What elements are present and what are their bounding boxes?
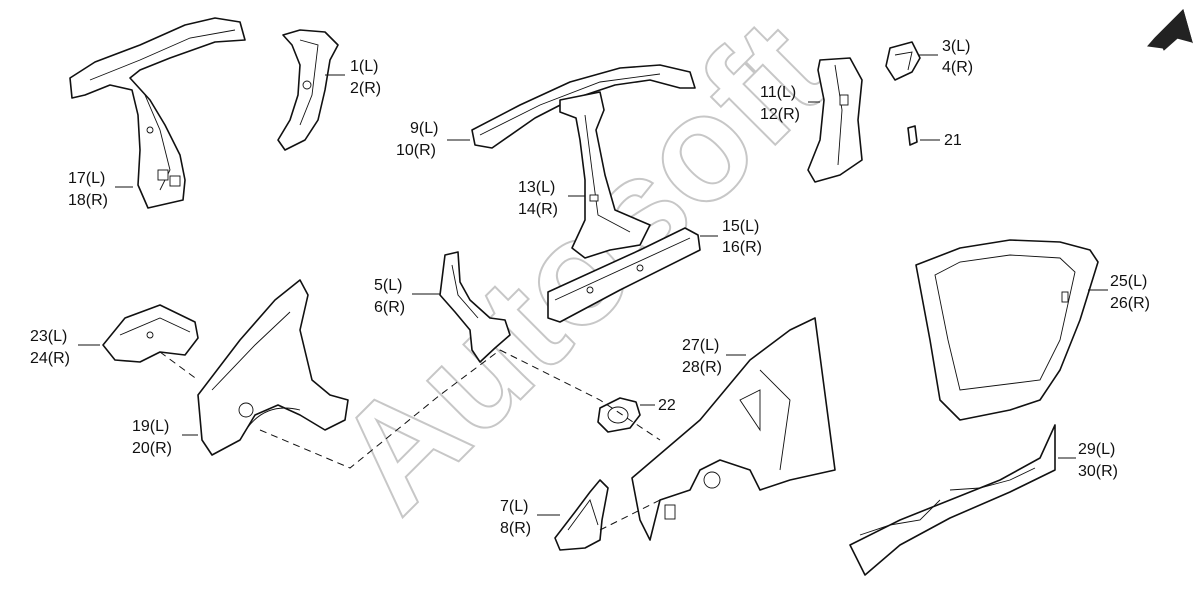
callout-13: 13(L) — [518, 179, 555, 196]
part-17-18-roof-rail-inner — [69, 17, 246, 209]
part-9-10-roof-side-rail — [471, 64, 696, 149]
part-1-2-front-pillar-upper — [277, 29, 339, 151]
front-direction-arrow-icon — [1147, 8, 1193, 51]
part-11-12-rear-pillar — [807, 57, 863, 183]
callout-20: 20(R) — [132, 440, 172, 457]
callout-28: 28(R) — [682, 359, 722, 376]
part-5-6-pillar-reinforcement — [439, 251, 511, 363]
part-13-14-center-pillar — [559, 91, 651, 259]
callout-2: 2(R) — [350, 80, 381, 97]
callout-24: 24(R) — [30, 350, 70, 367]
callout-19: 19(L) — [132, 418, 169, 435]
part-15-16-sill-reinforcement — [547, 227, 701, 323]
callout-18: 18(R) — [68, 192, 108, 209]
part-7-8-lower-bracket — [554, 479, 609, 551]
callout-9: 9(L) — [410, 120, 438, 137]
part-25-26-body-side-outer — [915, 239, 1099, 421]
callout-14: 14(R) — [518, 201, 558, 218]
part-3-4-bracket — [885, 41, 921, 81]
callout-11: 11(L) — [760, 84, 796, 101]
part-27-28-quarter-panel — [631, 317, 836, 541]
callout-3: 3(L) — [942, 38, 970, 55]
callout-25: 25(L) — [1110, 273, 1147, 290]
callout-7: 7(L) — [500, 498, 528, 515]
callout-16: 16(R) — [722, 239, 762, 256]
callout-30: 30(R) — [1078, 463, 1118, 480]
callout-6: 6(R) — [374, 299, 405, 316]
part-19-20-rear-wheelhouse — [197, 279, 349, 456]
callout-17: 17(L) — [68, 170, 105, 187]
part-23-24-rear-bracket — [102, 304, 199, 363]
callout-22: 22 — [658, 397, 676, 414]
callout-23: 23(L) — [30, 328, 67, 345]
callout-12: 12(R) — [760, 106, 800, 123]
part-22-fuel-filler-housing — [597, 397, 641, 433]
leader-lines — [78, 54, 1108, 516]
callout-27: 27(L) — [682, 337, 719, 354]
part-21-clip — [907, 125, 918, 146]
callout-10: 10(R) — [396, 142, 436, 159]
callout-1: 1(L) — [350, 58, 378, 75]
callout-5: 5(L) — [374, 277, 402, 294]
callout-21: 21 — [944, 132, 962, 149]
callout-29: 29(L) — [1078, 441, 1115, 458]
callout-8: 8(R) — [500, 520, 531, 537]
callout-26: 26(R) — [1110, 295, 1150, 312]
part-29-30-rocker-panel — [849, 424, 1056, 576]
callout-4: 4(R) — [942, 59, 973, 76]
callout-labels: 1(L) 2(R) 3(L) 4(R) 21 11(L) 12(R) 9(L) … — [30, 38, 1150, 537]
callout-15: 15(L) — [722, 218, 759, 235]
assembly-lines — [159, 349, 661, 531]
